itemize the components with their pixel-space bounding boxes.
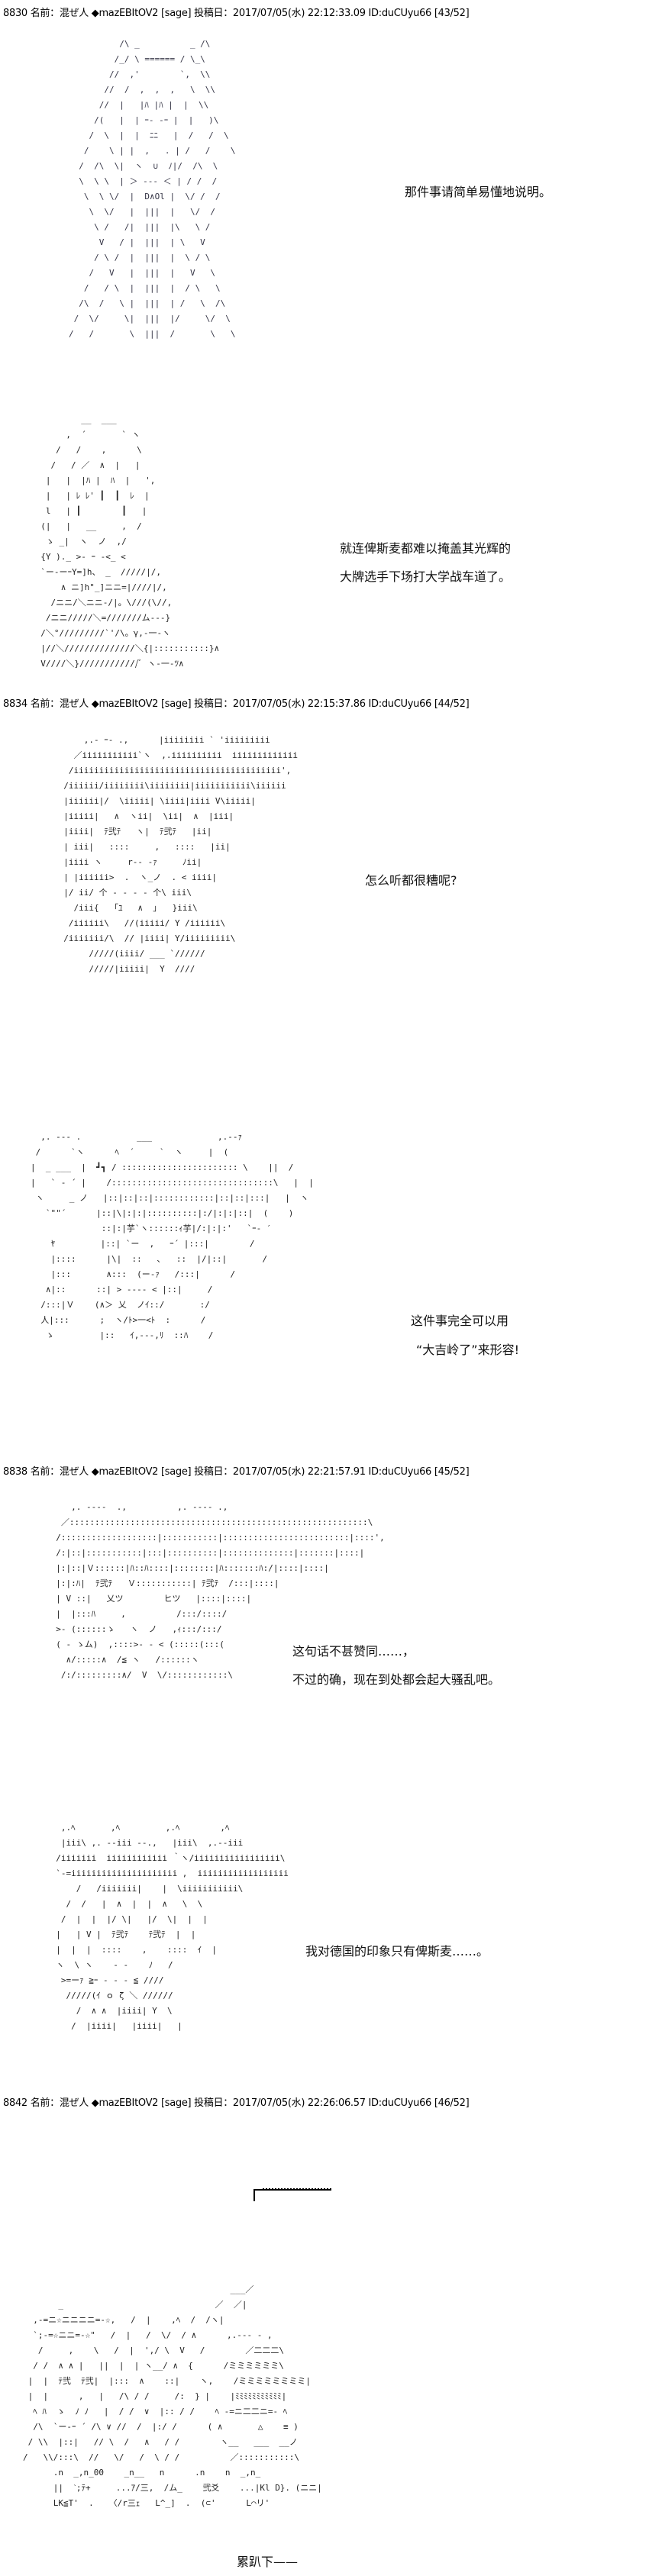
- post-header: 8838 名前：混ぜ人 ◆mazEBItOV2 [sage] 投稿日：2017/…: [3, 1466, 470, 1478]
- dialogue-text: “大吉岭了”来形容!: [416, 1343, 519, 1357]
- post-header: 8842 名前：混ぜ人 ◆mazEBItOV2 [sage] 投稿日：2017/…: [3, 2097, 470, 2109]
- ascii-art-character: __ ___ , ´ ` ヽ / / , \ / / ／ ∧ | | | | |…: [40, 414, 220, 669]
- dialogue-text: 我对德国的印象只有俾斯麦……。: [305, 1944, 489, 1959]
- post-header: 8830 名前：混ぜ人 ◆mazEBItOV2 [sage] 投稿日：2017/…: [3, 8, 470, 19]
- post-header: 8834 名前：混ぜ人 ◆mazEBItOV2 [sage] 投稿日：2017/…: [3, 698, 470, 710]
- ascii-art-character: ,.‐ ｰ- ., |iiiiiiii ` 'iiiiiiiii ／iiiiii…: [63, 735, 299, 974]
- dialogue-text: 这件事完全可以用: [411, 1314, 509, 1328]
- dialogue-text: 就连俾斯麦都难以掩盖其光辉的: [340, 541, 512, 556]
- dialogue-text: 累趴下——: [237, 2555, 299, 2569]
- dialogue-text: 大牌选手下场打大学战车道了。: [340, 569, 512, 584]
- dialogue-text: 这句话不甚赞同……，: [292, 1644, 415, 1659]
- ascii-art-scene: ___／ _ ／ ／| ,-=ニ☆ニニニニ=-☆, / | ,ﾍ / /ヽ| `…: [23, 2284, 322, 2508]
- ascii-art-character: ,.ﾍ ,ﾍ ,.ﾍ ,ﾍ |iii\ ,. ‐‐iii ‐‐., |iii\ …: [56, 1823, 289, 2031]
- speech-bracket: [253, 2188, 331, 2201]
- dialogue-text: 那件事请简单易懂地说明。: [405, 185, 552, 199]
- ascii-art-character: /\ _ _ /\ /_/ \ ====== / \_\ // ,' `, \\…: [69, 39, 236, 339]
- ascii-art-character: ,. -‐‐- ., ,. -‐‐- ., ／:::::::::::::::::…: [56, 1502, 385, 1680]
- dialogue-text: 怎么听都很糟呢?: [365, 873, 457, 888]
- ascii-art-character: ,. -‐- . ___ ,.-‐ｧ / `ヽ ﾍ ´ ` ヽ | ( | _ …: [31, 1132, 314, 1340]
- dialogue-text: 不过的确，现在到处都会起大骚乱吧。: [292, 1672, 501, 1687]
